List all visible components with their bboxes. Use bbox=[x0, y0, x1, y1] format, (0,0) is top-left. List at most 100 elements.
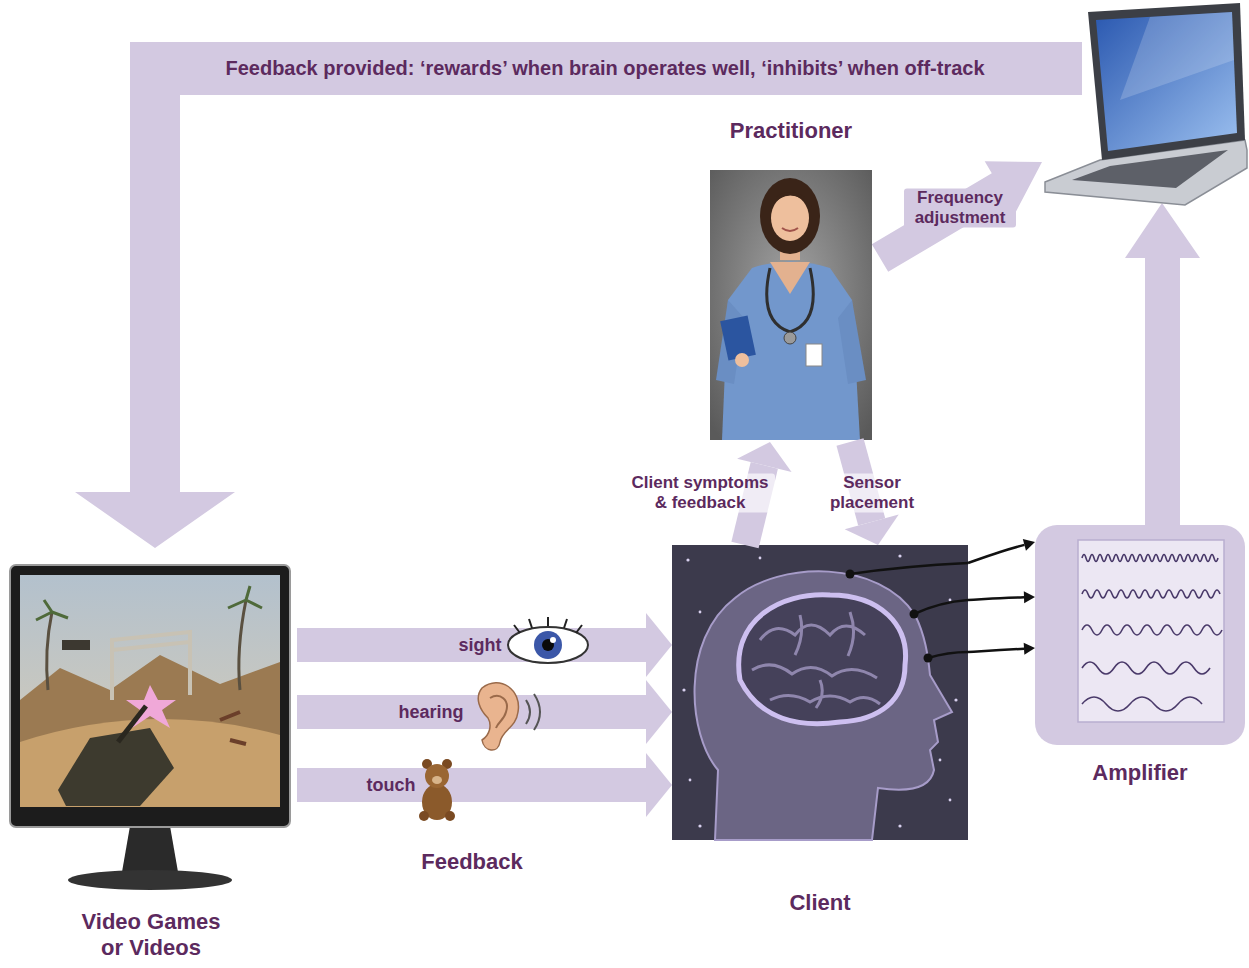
star bbox=[898, 824, 901, 827]
client-box: Client bbox=[672, 545, 968, 917]
eeg-trace bbox=[1082, 590, 1220, 598]
eye-glint bbox=[550, 637, 556, 643]
star bbox=[689, 779, 692, 782]
eeg-trace bbox=[1082, 555, 1218, 562]
connector-line bbox=[968, 545, 1024, 563]
smile bbox=[782, 228, 798, 231]
game-hills bbox=[20, 655, 280, 807]
monitor-stand bbox=[122, 826, 178, 872]
vehicle-gun bbox=[118, 706, 146, 742]
star bbox=[949, 799, 952, 802]
bear-paw bbox=[445, 811, 455, 821]
edge-label: hearing bbox=[394, 702, 467, 723]
edge-label: Sensor placement bbox=[822, 473, 922, 512]
sensor-lead bbox=[968, 643, 1035, 655]
sensor-wire bbox=[928, 652, 968, 658]
brain-folds bbox=[752, 612, 880, 708]
screen-glare bbox=[1120, 12, 1234, 100]
arrowhead bbox=[737, 442, 791, 472]
hair bbox=[760, 178, 820, 254]
eeg-trace bbox=[1082, 697, 1202, 711]
sensor-wire bbox=[914, 600, 968, 614]
connector-line bbox=[745, 465, 764, 545]
ear-icon bbox=[478, 683, 540, 750]
fringe bbox=[770, 192, 812, 207]
practitioner-photo bbox=[710, 170, 872, 440]
sleeve bbox=[838, 300, 866, 384]
sensor-lead bbox=[968, 539, 1035, 563]
palm-leaves bbox=[36, 586, 262, 620]
flow-arrow bbox=[737, 442, 791, 545]
eye-icon bbox=[508, 617, 588, 663]
node-label: Practitioner bbox=[730, 118, 852, 143]
laptop-screen bbox=[1096, 12, 1237, 151]
arrowhead bbox=[1023, 539, 1035, 551]
eeg-screen bbox=[1078, 540, 1224, 722]
adjustment-arrow bbox=[872, 161, 1042, 272]
brain bbox=[739, 595, 906, 724]
sound-waves bbox=[526, 694, 540, 730]
v-neck bbox=[770, 262, 810, 294]
star bbox=[686, 558, 689, 561]
clipboard bbox=[720, 316, 756, 361]
photo-background bbox=[710, 170, 872, 440]
bear-head bbox=[425, 764, 449, 788]
connector-line bbox=[297, 695, 646, 729]
node-label: Video Games or Videos bbox=[71, 909, 231, 960]
arrow-label: Frequency adjustment bbox=[904, 188, 1016, 227]
star bbox=[699, 611, 702, 614]
stethoscope bbox=[767, 268, 814, 332]
practitioner-box: Practitioner bbox=[705, 116, 877, 442]
eeg-waveforms bbox=[1082, 555, 1222, 712]
flow-arrow bbox=[297, 753, 672, 817]
star bbox=[898, 554, 901, 557]
group-label: Feedback bbox=[417, 849, 527, 874]
bear-paw bbox=[419, 811, 429, 821]
teddy-bear-icon bbox=[419, 759, 455, 821]
node-label: Client bbox=[789, 890, 850, 915]
flow-arrow bbox=[845, 442, 899, 545]
game-sky bbox=[20, 575, 280, 807]
connector-line bbox=[968, 597, 1024, 600]
laptop-keyboard bbox=[1072, 150, 1228, 188]
hand bbox=[735, 353, 749, 367]
bear-muzzle bbox=[432, 776, 442, 784]
sensor-lead bbox=[968, 591, 1035, 603]
ear-fold bbox=[490, 696, 507, 728]
eeg-trace bbox=[1082, 625, 1222, 635]
amplifier-panel bbox=[1035, 525, 1245, 745]
star bbox=[682, 688, 685, 691]
star bbox=[759, 557, 762, 560]
connector-line bbox=[297, 768, 646, 802]
sensor-dot bbox=[910, 610, 919, 619]
star bbox=[954, 698, 957, 701]
face bbox=[771, 195, 809, 241]
ear bbox=[478, 683, 518, 750]
arrowhead bbox=[646, 753, 672, 817]
head-silhouette bbox=[695, 571, 952, 840]
monitor-base bbox=[68, 870, 232, 890]
arrowhead bbox=[646, 680, 672, 744]
connector-line bbox=[968, 649, 1024, 652]
star bbox=[698, 824, 701, 827]
arrowhead bbox=[1024, 591, 1035, 603]
iris bbox=[534, 631, 562, 659]
arrowhead bbox=[1024, 643, 1035, 655]
arrowhead bbox=[646, 613, 672, 677]
game-sand bbox=[20, 719, 280, 807]
barrier bbox=[62, 640, 90, 650]
eeg-trace bbox=[1082, 662, 1210, 674]
edge-label: Client symptoms & feedback bbox=[625, 473, 775, 512]
edge-label: touch bbox=[363, 775, 420, 796]
video-display-box: Video Games or Videos bbox=[5, 560, 297, 962]
feedback-caption: Feedback provided: ‘rewards’ when brain … bbox=[221, 57, 988, 80]
client-illustration bbox=[672, 545, 968, 840]
monitor-frame bbox=[10, 565, 290, 827]
flow-arrow bbox=[297, 613, 672, 677]
space-background bbox=[672, 545, 968, 840]
feedback-loop-arrow bbox=[75, 42, 1082, 548]
